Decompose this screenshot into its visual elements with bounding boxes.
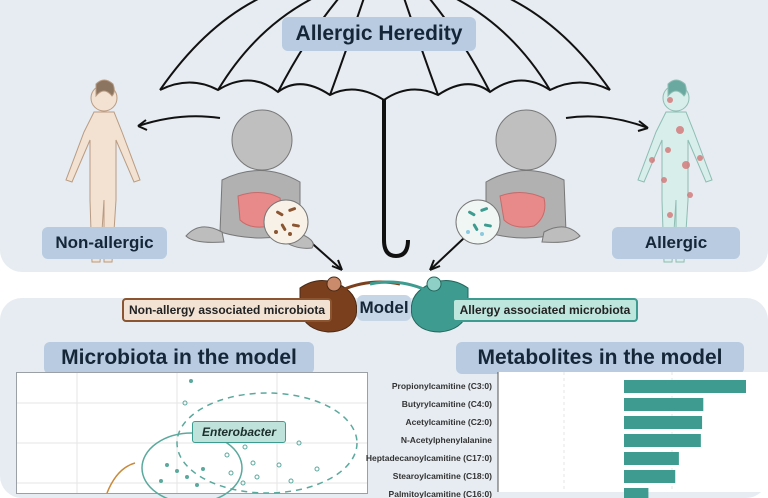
arrow-icon — [137, 115, 649, 271]
label-enterobacter: Enterobacter — [192, 421, 286, 443]
title-metabolites-in-model: Metabolites in the model — [456, 342, 744, 374]
bar-label: Propionylcamitine (C3:0) — [392, 381, 492, 391]
bar-label: Heptadecanoylcamitine (C17:0) — [366, 453, 492, 463]
bar-svg: Propionylcamitine (C3:0) Butyrylcamitine … — [366, 372, 768, 498]
human-figure-nonallergic — [65, 79, 141, 263]
label-model: Model — [357, 295, 411, 321]
bar-label: N-Acetylphenylalanine — [401, 435, 492, 445]
title-allergic-heredity: Allergic Heredity — [282, 17, 476, 51]
label-non-allergic: Non-allergic — [42, 227, 167, 259]
baby-right — [455, 109, 581, 245]
tag-allergy-microbiota: Allergy associated microbiota — [452, 298, 638, 322]
bar-label: Butyrylcamitine (C4:0) — [402, 399, 492, 409]
bar — [624, 380, 746, 393]
bar-label: Acetylcamitine (C2:0) — [406, 417, 493, 427]
bar-label: Stearoylcamitine (C18:0) — [393, 471, 492, 481]
bar — [624, 398, 704, 411]
baby-left — [185, 109, 314, 249]
bar-label: Palmitoylcamitine (C16:0) — [389, 489, 493, 498]
title-microbiota-in-model: Microbiota in the model — [44, 342, 314, 374]
tag-non-allergy-microbiota: Non-allergy associated microbiota — [122, 298, 332, 322]
bar — [624, 488, 649, 498]
bar — [624, 470, 676, 483]
ellipse-dashed-teal — [176, 392, 358, 494]
metabolites-bar-chart: Propionylcamitine (C3:0) Butyrylcamitine … — [366, 372, 768, 498]
bar — [624, 416, 703, 429]
ellipse-brown — [106, 462, 136, 494]
bar — [624, 452, 679, 465]
bar — [624, 434, 701, 447]
label-allergic: Allergic — [612, 227, 740, 259]
